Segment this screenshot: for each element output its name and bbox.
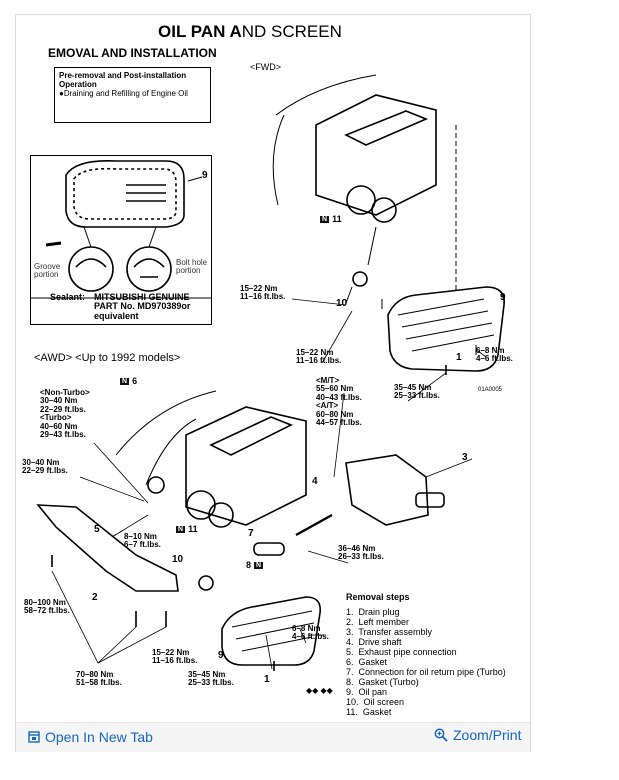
awd-11-text: 11 — [188, 524, 198, 534]
step-item: 6. Gasket — [346, 657, 388, 667]
step-item: 7. Connection for oil return pipe (Turbo… — [346, 667, 506, 677]
fwd-callout-10: 10 — [336, 298, 348, 309]
fwd-torque-1: 15–22 Nm 11–16 ft.lbs. — [240, 284, 286, 302]
n-badge-icon: N — [120, 377, 130, 386]
fwd-torque-4: 35–45 Nm 25–33 ft.lbs. — [394, 383, 440, 401]
fwd-11-text: 11 — [332, 214, 342, 224]
fwd-label: <FWD> — [250, 62, 282, 72]
title-part-2: A — [229, 22, 242, 41]
awd-callout-10: 10 — [172, 554, 184, 565]
step-item: 10. Oil screen — [346, 697, 405, 707]
diagram-title: OIL PAN AND SCREEN — [158, 23, 342, 41]
awd-callout-2: 2 — [92, 592, 98, 603]
step-item: 8. Gasket (Turbo) — [346, 677, 419, 687]
groove-label: Groove portion — [34, 262, 61, 280]
inset-drawing — [30, 74, 505, 671]
pre-op-line2: Operation — [59, 80, 97, 89]
bolt-hole-label: Bolt hole portion — [176, 258, 208, 276]
ref-code: 01A0005 — [478, 387, 503, 393]
step-item: 5. Exhaust pipe connection — [346, 647, 457, 657]
awd-heading: <AWD> <Up to 1992 models> — [34, 352, 181, 364]
n-badge-icon: N — [320, 215, 330, 224]
torque-15-22: 15–22 Nm 11–16 ft.lbs. — [152, 648, 198, 666]
open-in-new-tab-link[interactable]: Open In New Tab — [28, 729, 153, 745]
title-part-3: ND SCREEN — [241, 22, 342, 41]
awd-callout-9: 9 — [218, 650, 224, 661]
step-item: 9. Oil pan — [346, 687, 388, 697]
footer-bar: Open In New Tab Zoom/Print — [16, 722, 530, 752]
sealant-text: MITSUBISHI GENUINE PART No. MD970389or e… — [94, 292, 191, 321]
awd-callout-7: 7 — [248, 528, 254, 539]
nonturbo-torque: <Non-Turbo> 30–40 Nm 22–29 ft.lbs. <Turb… — [40, 388, 90, 439]
title-part-1: OIL PAN — [158, 22, 230, 41]
removal-steps-title: Removal steps — [346, 592, 410, 602]
awd-8-text: 8 — [246, 560, 252, 570]
zoom-print-link[interactable]: Zoom/Print — [434, 727, 521, 743]
arrows-mark: ◆◆ ◆◆ — [306, 686, 333, 695]
torque-80-100: 80–100 Nm 58–72 ft.lbs. — [24, 598, 70, 616]
pre-op-line3: ●Draining and Refilling of Engine Oil — [59, 89, 188, 98]
open-tab-label: Open In New Tab — [45, 729, 153, 745]
step-item: 3. Transfer assembly — [346, 627, 433, 637]
gasket-inset-box — [30, 155, 212, 325]
sealant-label: Sealant: — [50, 292, 86, 302]
awd-callout-1: 1 — [264, 674, 270, 685]
awd-6-text: 6 — [132, 376, 138, 386]
awd-callout-4: 4 — [312, 476, 318, 487]
torque-35-45: 35–45 Nm 25–33 ft.lbs. — [188, 670, 234, 688]
fwd-callout-9: 9 — [500, 292, 506, 303]
diagram-subtitle: EMOVAL AND INSTALLATION — [48, 46, 217, 60]
inset-callout-9: 9 — [202, 170, 208, 181]
awd-callout-5: 5 — [94, 524, 100, 535]
diagram-frame: OIL PAN AND SCREEN EMOVAL AND INSTALLATI… — [15, 14, 531, 752]
pre-op-line1: Pre-removal and Post-installation — [59, 71, 187, 80]
torque-6-8: 6–8 Nm 4–6 ft.lbs. — [292, 624, 329, 642]
zoom-print-label: Zoom/Print — [453, 727, 522, 743]
oil-pan-diagram: OIL PAN AND SCREEN EMOVAL AND INSTALLATI… — [16, 15, 532, 722]
step-item: 1. Drain plug — [346, 607, 400, 617]
fwd-torque-3: 6–8 Nm 4–6 ft.lbs. — [476, 346, 513, 364]
fwd-torque-2: 15–22 Nm 11–16 ft.lbs. — [296, 348, 342, 366]
pre-op-box: Pre-removal and Post-installation Operat… — [54, 67, 211, 123]
n-badge-icon: N — [176, 525, 186, 534]
mt-at-torque: <M/T> 55–60 Nm 40–43 ft.lbs. <A/T> 60–80… — [316, 376, 362, 427]
torque-8-10: 8–10 Nm 6–7 ft.lbs. — [124, 532, 161, 550]
awd-callout-3: 3 — [462, 452, 468, 463]
torque-70-80: 70–80 Nm 51–58 ft.lbs. — [76, 670, 122, 688]
left-torque: 30–40 Nm 22–29 ft.lbs. — [22, 458, 68, 476]
step-item: 4. Drive shaft — [346, 637, 402, 647]
fwd-callout-1: 1 — [456, 352, 462, 363]
torque-36-46: 36–46 Nm 26–33 ft.lbs. — [338, 544, 384, 562]
zoom-icon — [434, 728, 448, 742]
step-item: 11. Gasket — [346, 707, 392, 717]
removal-steps-list: 1. Drain plug 2. Left member 3. Transfer… — [346, 607, 506, 717]
step-item: 2. Left member — [346, 617, 410, 627]
n-badge-icon: N — [254, 561, 264, 570]
open-tab-icon — [28, 731, 40, 743]
